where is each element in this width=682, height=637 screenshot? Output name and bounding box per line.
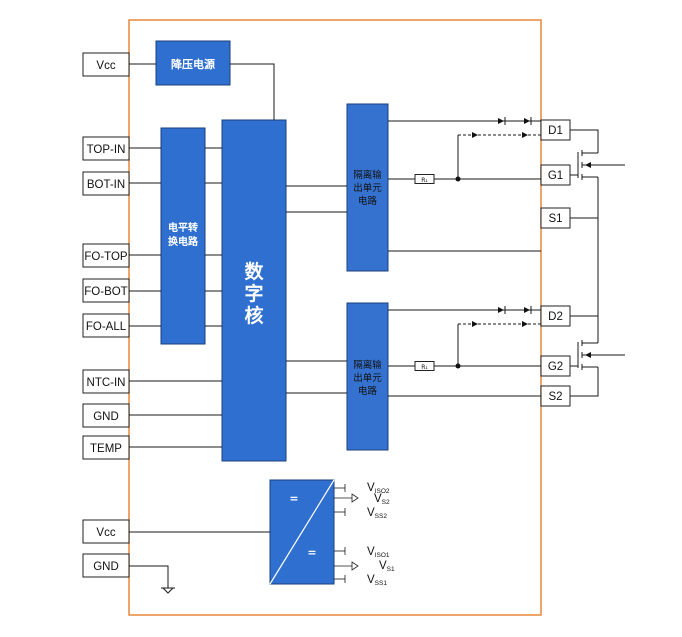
- svg-text:VSS2: VSS2: [367, 507, 387, 520]
- pin-d1-label: D1: [548, 125, 563, 137]
- pin-vcc-top: Vcc: [82, 52, 130, 77]
- supply-label-vs1: VS1: [379, 560, 395, 573]
- pin-vcc-top-label: Vcc: [96, 60, 115, 72]
- pin-s1: S1: [540, 207, 571, 229]
- pin-vcc-bottom: Vcc: [82, 519, 130, 544]
- pin-temp: TEMP: [82, 435, 130, 460]
- pin-bot-in: BOT-IN: [82, 171, 130, 196]
- supply-label-vs2: VS2: [374, 493, 390, 506]
- vss1-sub: SS1: [375, 580, 388, 587]
- isolated-dcdc-block: = =: [269, 479, 335, 585]
- dcdc-output-symbol: =: [307, 546, 316, 559]
- viso1-main: V: [367, 546, 375, 558]
- pin-d1: D1: [540, 119, 571, 141]
- pin-vcc-bottom-label: Vcc: [96, 527, 115, 539]
- svg-text:VISO2: VISO2: [367, 482, 390, 495]
- supply-label-viso1: VISO1: [367, 546, 390, 559]
- digital-core-label-1: 数: [244, 260, 264, 283]
- supply-label-viso2: VISO2: [367, 482, 390, 495]
- pin-top-in-label: TOP-IN: [87, 144, 126, 156]
- digital-core-label-2: 字: [244, 282, 263, 305]
- pin-s1-label: S1: [548, 213, 562, 225]
- external-mosfet-top-icon: [570, 129, 625, 300]
- svg-text:VISO1: VISO1: [367, 546, 390, 559]
- supply-output-wiring: [334, 484, 359, 583]
- pin-d2: D2: [540, 305, 571, 327]
- viso1-sub: ISO1: [375, 552, 390, 559]
- level-shift-label-2: 换电路: [168, 235, 199, 248]
- resistor-top-label: R₁: [421, 177, 428, 184]
- pin-gnd: GND: [82, 403, 130, 428]
- vs2-main: V: [374, 493, 382, 505]
- digital-core-block: 数 字 核: [221, 119, 287, 462]
- vs2-sub: S2: [382, 499, 390, 506]
- pin-fo-all-label: FO-ALL: [86, 321, 127, 333]
- pin-s2-label: S2: [548, 391, 562, 403]
- svg-text:VSS1: VSS1: [367, 574, 387, 587]
- regulator-block: 降压电源: [155, 40, 231, 86]
- level-shift-label-1: 电平转: [168, 221, 198, 234]
- vss1-main: V: [367, 574, 375, 586]
- vs1-sub: S1: [387, 566, 395, 573]
- supply-label-vss2: VSS2: [367, 507, 387, 520]
- regulator-label: 降压电源: [171, 57, 215, 71]
- iso-top-label-1: 隔离输: [353, 169, 382, 181]
- iso-bot-label-2: 出单元: [353, 372, 382, 384]
- pin-g2: G2: [540, 355, 571, 377]
- isolation-output-bottom-block: 隔离输 出单元 电路: [346, 302, 389, 451]
- pin-s2: S2: [540, 385, 571, 407]
- resistor-bottom-label: R₁: [421, 364, 428, 371]
- vss2-sub: SS2: [375, 513, 388, 520]
- isolation-output-top-block: 隔离输 出单元 电路: [346, 103, 389, 272]
- pin-top-in: TOP-IN: [82, 136, 130, 161]
- bottom-channel-output-network: R₁: [388, 306, 541, 397]
- level-shift-block: 电平转 换电路: [160, 127, 206, 345]
- pin-ntc-in-label: NTC-IN: [87, 377, 126, 389]
- pin-gnd-bottom: GND: [82, 553, 130, 578]
- vss2-main: V: [367, 507, 375, 519]
- digital-core-label-3: 核: [244, 304, 263, 327]
- pin-bot-in-label: BOT-IN: [87, 179, 125, 191]
- viso2-main: V: [367, 482, 375, 494]
- pin-fo-bot: FO-BOT: [82, 278, 130, 303]
- pin-fo-all: FO-ALL: [82, 313, 130, 338]
- pin-gnd-bottom-label: GND: [93, 561, 119, 573]
- viso2-sub: ISO2: [375, 488, 390, 495]
- pin-fo-top-label: FO-TOP: [84, 251, 128, 263]
- ground-symbol-icon: [161, 587, 175, 594]
- iso-bot-label-3: 电路: [358, 385, 378, 397]
- left-wiring: [129, 63, 347, 588]
- svg-text:VS2: VS2: [374, 493, 390, 506]
- pin-gnd-label: GND: [93, 411, 119, 423]
- pin-d2-label: D2: [548, 311, 563, 323]
- pin-g1-label: G1: [548, 170, 563, 182]
- supply-label-vss1: VSS1: [367, 574, 387, 587]
- iso-top-label-3: 电路: [358, 195, 378, 207]
- pin-fo-bot-label: FO-BOT: [84, 286, 127, 298]
- vs1-main: V: [379, 560, 387, 572]
- pin-g2-label: G2: [548, 361, 563, 373]
- svg-text:VS1: VS1: [379, 560, 395, 573]
- pin-g1: G1: [540, 164, 571, 186]
- external-mosfet-bottom-icon: [570, 300, 625, 397]
- pin-temp-label: TEMP: [90, 443, 122, 455]
- iso-bot-label-1: 隔离输: [353, 359, 382, 371]
- pin-ntc-in: NTC-IN: [82, 369, 130, 394]
- top-channel-output-network: R₁: [388, 117, 541, 252]
- pin-fo-top: FO-TOP: [82, 243, 130, 268]
- dcdc-input-symbol: =: [289, 492, 298, 505]
- iso-top-label-2: 出单元: [353, 182, 382, 194]
